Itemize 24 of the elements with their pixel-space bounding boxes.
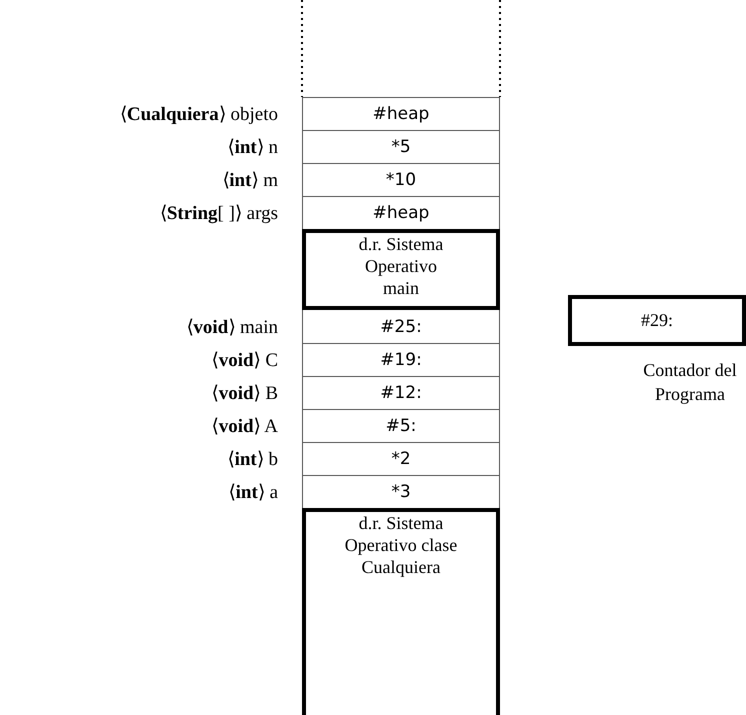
stack-cell: *2	[302, 442, 500, 476]
stack-cell: *3	[302, 475, 500, 509]
variable-label: ⟨void⟩ B	[212, 382, 278, 405]
stack-cell: *10	[302, 163, 500, 197]
stack-cell: #5:	[302, 409, 500, 443]
stack-cell: *5	[302, 130, 500, 164]
variable-label: ⟨int⟩ b	[228, 448, 278, 471]
stack-cell: #19:	[302, 343, 500, 377]
variable-label: ⟨void⟩ main	[186, 316, 278, 338]
stack-cell: #heap	[302, 196, 500, 230]
stack-cell: #25:	[302, 309, 500, 344]
variable-label: ⟨int⟩ m	[222, 169, 278, 192]
return-address-block: d.r. Sistema Operativo main	[302, 229, 500, 310]
variable-label: ⟨int⟩ a	[228, 481, 278, 504]
program-counter-box: #29:	[568, 295, 746, 346]
variable-label: ⟨Cualquiera⟩ objeto	[120, 103, 278, 126]
variable-label: ⟨String[ ]⟩ args	[160, 202, 278, 225]
variable-label: ⟨int⟩ n	[228, 136, 278, 159]
stack-cell: #12:	[302, 376, 500, 410]
variable-label: ⟨void⟩ C	[212, 349, 278, 372]
node-label: Contador del Programa	[642, 359, 738, 406]
variable-label: ⟨void⟩ A	[212, 415, 278, 438]
stack-cell: #heap	[302, 97, 500, 131]
return-address-block: d.r. Sistema Operativo clase Cualquiera	[302, 508, 500, 715]
